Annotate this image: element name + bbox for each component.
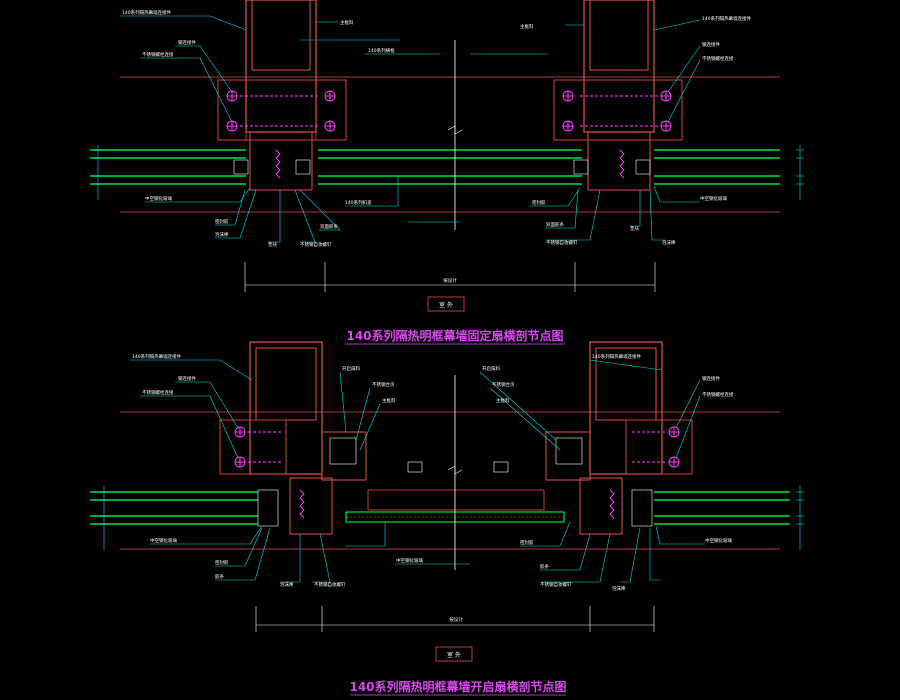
- label-seal-r: 密封胶: [520, 539, 534, 546]
- glass-panes-bottom: [90, 489, 790, 527]
- label-steel-l: 钢连接件: [178, 375, 196, 382]
- label-hinge-r: 不锈钢合页: [492, 381, 515, 388]
- label-steel-r: 钢连接件: [702, 375, 720, 382]
- left-mullion-bottom: [219, 341, 367, 535]
- label-bolt-r: 不锈钢螺栓连接: [702, 55, 734, 62]
- label-seal-l: 密封胶: [215, 559, 229, 566]
- label-conn-top-l: 140系列隔热幕墙连接件: [132, 353, 182, 360]
- label-strip-l: 胶条: [215, 573, 224, 580]
- labels-top: 140系列隔热幕墙连接件 主框料 钢连接件 不锈钢螺栓连接 140系列横框 主框…: [122, 9, 752, 248]
- label-hinge-l: 不锈钢合页: [372, 381, 395, 388]
- right-mullion-bottom: [545, 341, 693, 535]
- bottom-detail: 按设计: [90, 341, 804, 696]
- dimension-label: 按设计: [443, 277, 457, 284]
- label-conn-top-r: 140系列隔热幕墙连接件: [702, 15, 752, 22]
- right-mullion: [553, 0, 683, 191]
- label-sash-r: 开启扇料: [482, 365, 500, 372]
- label-tape-r: 双面胶条: [546, 221, 564, 228]
- label-glass-l: 中空钢化玻璃: [145, 195, 172, 202]
- dimension-stack-bottom: [100, 486, 804, 550]
- label-screw-l: 不锈钢自攻螺钉: [314, 581, 346, 588]
- label-sash-l: 开启扇料: [342, 365, 360, 372]
- leaders-bottom: [130, 359, 705, 583]
- outdoor-tag-box: [435, 646, 473, 662]
- outdoor-label-bottom: 室 外: [447, 651, 461, 659]
- label-seal-r: 密封胶: [532, 199, 546, 206]
- label-main-profile-r: 主框料: [520, 23, 534, 30]
- seals: [233, 149, 651, 179]
- label-screw-l: 不锈钢自攻螺钉: [300, 241, 332, 248]
- dimension-line-top: 按设计: [244, 262, 656, 292]
- label-main-profile-l: 主框料: [340, 19, 354, 26]
- label-bolt-l: 不锈钢螺栓连接: [142, 51, 174, 58]
- label-pad-l: 垫块: [268, 241, 277, 248]
- dimension-line-bottom: 按设计: [255, 606, 655, 632]
- dimension-label: 按设计: [449, 616, 463, 623]
- dimension-stack-left: [94, 145, 804, 200]
- leaders-top: [120, 15, 701, 243]
- label-foam-l: 泡沫棒: [280, 581, 294, 588]
- label-cover-c: 140系列横框: [368, 47, 395, 54]
- glass-panes: [90, 149, 780, 185]
- label-foam-l: 泡沫棒: [215, 231, 229, 238]
- title-top: 140系列隔热明框幕墙固定扇横剖节点图: [346, 328, 563, 343]
- label-strip-r: 胶条: [540, 563, 549, 570]
- label-tape-l: 双面胶条: [320, 223, 338, 230]
- label-glass-r: 中空钢化玻璃: [705, 537, 732, 544]
- labels-bottom: 140系列隔热幕墙连接件 钢连接件 不锈钢螺栓连接 开启扇料 不锈钢合页 主框料…: [132, 353, 734, 592]
- label-bolt-r: 不锈钢螺栓连接: [702, 391, 734, 398]
- label-cap-c: 140系列扣盖: [345, 199, 372, 206]
- outdoor-tag-box: [427, 296, 465, 312]
- left-mullion: [217, 0, 347, 191]
- title-bottom: 140系列隔热明框幕墙开启扇横剖节点图: [349, 679, 566, 694]
- label-screw-r: 不锈钢自攻螺钉: [540, 581, 572, 588]
- label-screw-r: 不锈钢自攻螺钉: [546, 239, 578, 246]
- label-foam-r: 泡沫棒: [612, 585, 626, 592]
- label-main-profile-l: 主框料: [382, 397, 396, 404]
- label-steel-r: 钢连接件: [702, 41, 720, 48]
- label-pad-r: 垫块: [630, 225, 639, 232]
- label-glass-r: 中空钢化玻璃: [700, 195, 727, 202]
- label-conn-top-r: 140系列隔热幕墙连接件: [592, 353, 642, 360]
- label-steel-l: 钢连接件: [178, 39, 196, 46]
- label-conn-top-l: 140系列隔热幕墙连接件: [122, 9, 172, 16]
- label-main-profile-r: 主框料: [496, 397, 510, 404]
- label-glass-l: 中空钢化玻璃: [150, 537, 177, 544]
- top-detail: 按设计: [90, 0, 804, 345]
- label-sash-glass-c: 中空钢化玻璃: [396, 557, 423, 564]
- outdoor-label-top: 室 外: [439, 301, 453, 309]
- label-bolt-l: 不锈钢螺栓连接: [142, 389, 174, 396]
- label-foam-r: 泡沫棒: [662, 239, 676, 246]
- label-seal-l: 密封胶: [215, 218, 229, 225]
